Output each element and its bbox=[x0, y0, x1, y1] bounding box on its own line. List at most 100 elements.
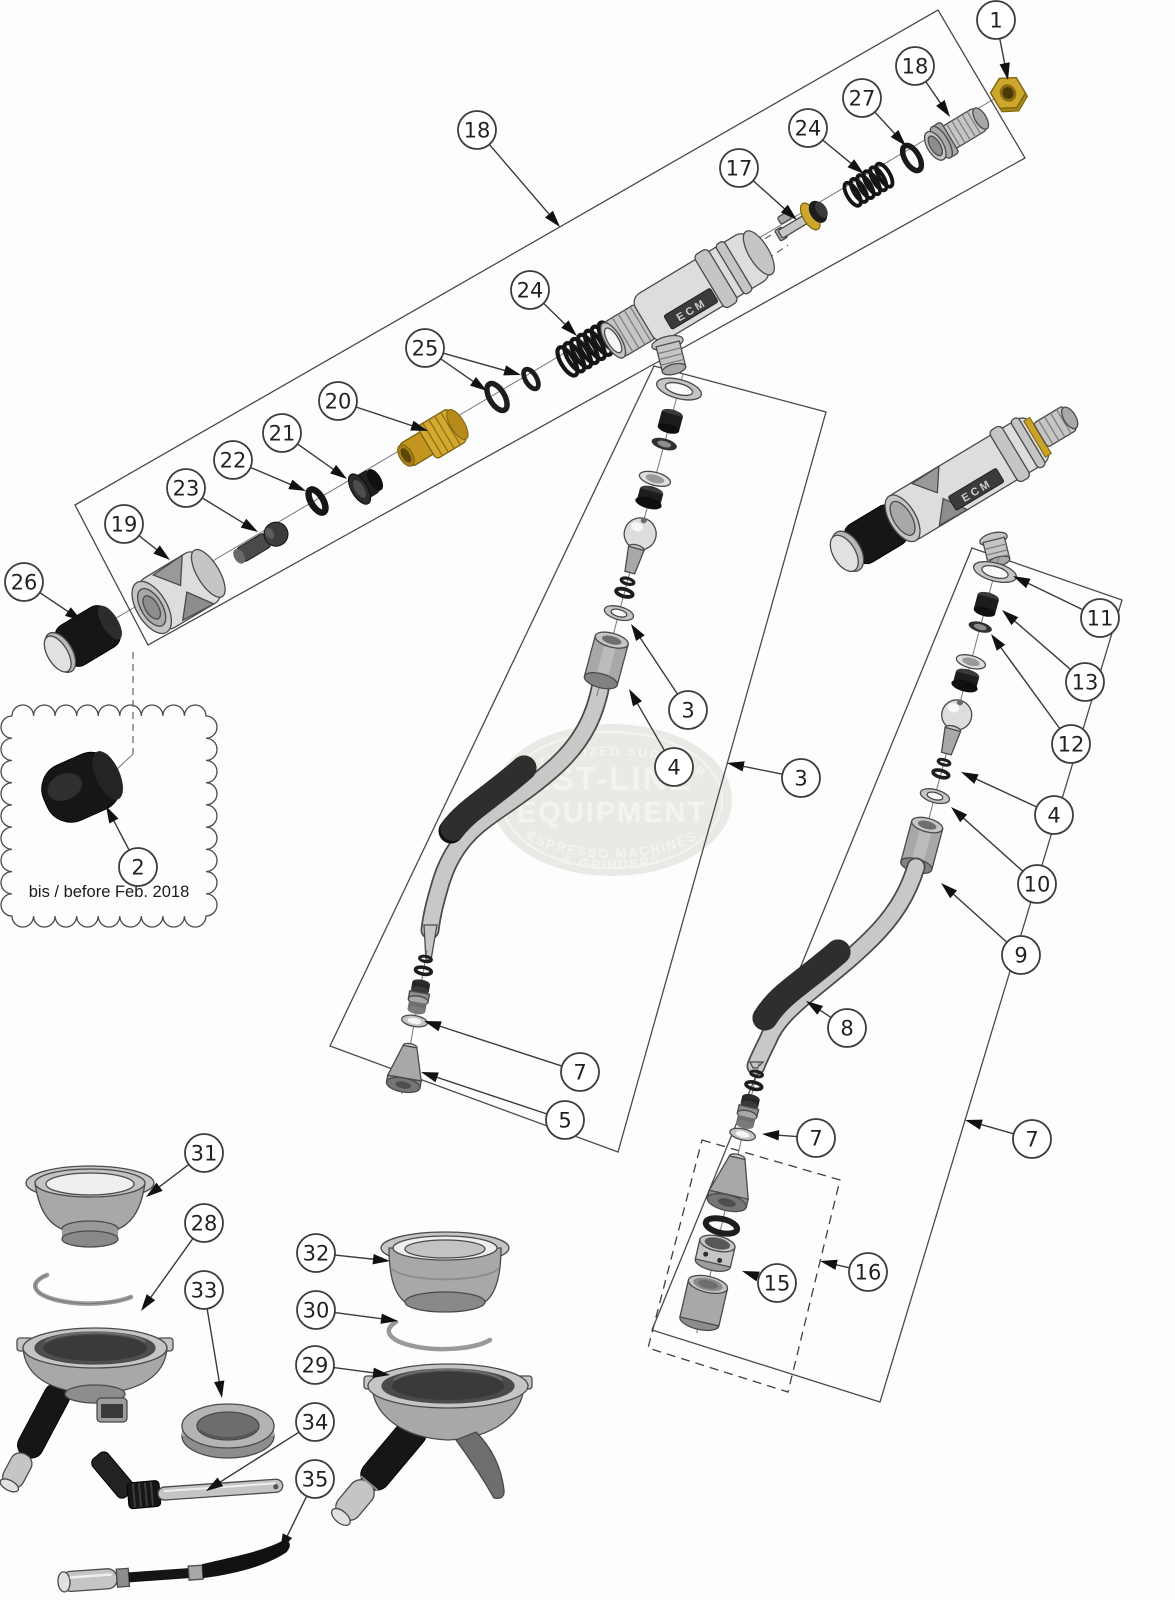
part-brass-nut bbox=[989, 76, 1029, 113]
callout-20: 20 bbox=[318, 381, 428, 431]
callout-34: 34 bbox=[206, 1402, 335, 1491]
part-valve-pin bbox=[233, 521, 289, 564]
callout-4: 4 bbox=[629, 689, 694, 787]
callout-11: 11 bbox=[1013, 576, 1120, 638]
callout-32: 32 bbox=[296, 1233, 390, 1273]
part-valve-outlet bbox=[651, 334, 687, 376]
group-box-tip-16 bbox=[647, 1139, 841, 1393]
part-valve-stem bbox=[774, 200, 828, 242]
part-steam-wand-middle bbox=[420, 669, 612, 961]
part-portafilter-single bbox=[0, 1327, 174, 1493]
callout-24: 24 bbox=[788, 108, 864, 174]
callout-number: 26 bbox=[11, 571, 38, 595]
callout-number: 7 bbox=[573, 1061, 586, 1085]
callout-25: 25 bbox=[405, 328, 521, 391]
part-cleaning-brush bbox=[57, 1540, 290, 1593]
part-oring-27 bbox=[899, 142, 925, 174]
callout-number: 17 bbox=[726, 157, 753, 181]
part-tip-stack-right bbox=[679, 1062, 764, 1334]
callout-18: 18 bbox=[457, 110, 560, 227]
callout-number: 1 bbox=[989, 9, 1002, 33]
callout-21: 21 bbox=[262, 413, 347, 479]
callout-29: 29 bbox=[295, 1345, 390, 1385]
callout-number: 13 bbox=[1072, 671, 1099, 695]
part-oring-25b bbox=[521, 366, 541, 392]
wand-grip-middle bbox=[438, 755, 537, 844]
part-portafilter-double bbox=[330, 1363, 533, 1527]
callout-number: 4 bbox=[667, 756, 680, 780]
part-spring-24-right bbox=[839, 159, 898, 211]
callout-number: 32 bbox=[303, 1242, 330, 1266]
callout-number: 35 bbox=[302, 1468, 329, 1492]
callout-35: 35 bbox=[280, 1459, 335, 1551]
callout-number: 16 bbox=[855, 1261, 882, 1285]
callout-7: 7 bbox=[424, 1021, 600, 1092]
part-threaded-fitting bbox=[923, 107, 990, 161]
callout-4: 4 bbox=[961, 772, 1074, 835]
callout-number: 30 bbox=[303, 1299, 330, 1323]
callout-number: 8 bbox=[840, 1017, 853, 1041]
callout-number: 18 bbox=[902, 55, 929, 79]
callout-10: 10 bbox=[951, 807, 1057, 904]
callout-28: 28 bbox=[141, 1203, 224, 1311]
callout-number: 21 bbox=[269, 422, 296, 446]
callout-number: 18 bbox=[464, 119, 491, 143]
callout-number: 27 bbox=[849, 87, 876, 111]
watermark-line2: EQUIPMENT bbox=[517, 797, 707, 829]
part-knob-tip-old bbox=[41, 751, 123, 823]
callout-number: 24 bbox=[517, 279, 544, 303]
callout-number: 3 bbox=[681, 699, 694, 723]
callout-number: 34 bbox=[302, 1411, 329, 1435]
callout-18: 18 bbox=[895, 46, 950, 117]
callout-13: 13 bbox=[1002, 610, 1105, 702]
callout-8: 8 bbox=[806, 1001, 867, 1048]
part-oring-22 bbox=[305, 486, 329, 516]
callout-17: 17 bbox=[719, 148, 797, 220]
callout-1: 1 bbox=[976, 0, 1016, 80]
part-steam-wand-right bbox=[746, 857, 926, 1076]
part-brass-valve-seat bbox=[397, 409, 469, 467]
callout-number: 10 bbox=[1024, 873, 1051, 897]
watermark-bottom-arc2: & GRINDERS bbox=[561, 851, 661, 873]
note-text: bis / before Feb. 2018 bbox=[29, 883, 190, 901]
callout-number: 24 bbox=[795, 117, 822, 141]
callout-number: 29 bbox=[302, 1354, 329, 1378]
parts-layer: ECM bbox=[0, 76, 1079, 1593]
callout-2: 2 bbox=[106, 806, 158, 887]
wand-grip-right bbox=[752, 939, 851, 1031]
callout-15: 15 bbox=[742, 1263, 797, 1303]
part-wand-tool bbox=[91, 1451, 284, 1510]
callout-19: 19 bbox=[104, 504, 170, 560]
part-tip-stack-middle bbox=[385, 950, 434, 1094]
callout-22: 22 bbox=[213, 440, 306, 491]
callout-number: 3 bbox=[794, 767, 807, 791]
callout-16: 16 bbox=[820, 1252, 888, 1292]
part-basket-spring-30 bbox=[386, 1319, 493, 1352]
callout-number: 11 bbox=[1087, 607, 1114, 631]
callout-31: 31 bbox=[146, 1133, 224, 1197]
callout-number: 31 bbox=[191, 1142, 218, 1166]
callout-24: 24 bbox=[510, 270, 577, 336]
callout-number: 23 bbox=[173, 477, 200, 501]
part-valve-seal bbox=[347, 469, 384, 505]
callout-number: 15 bbox=[764, 1272, 791, 1296]
callout-number: 4 bbox=[1047, 804, 1060, 828]
part-stack-right bbox=[900, 556, 1018, 884]
group-box-valve-18 bbox=[74, 9, 1026, 646]
callout-number: 22 bbox=[220, 449, 247, 473]
callout-3: 3 bbox=[727, 758, 821, 798]
callout-number: 7 bbox=[1025, 1128, 1038, 1152]
part-stack-middle bbox=[583, 373, 703, 697]
callout-7: 7 bbox=[762, 1118, 836, 1158]
part-filter-basket-double bbox=[380, 1231, 510, 1313]
callout-9: 9 bbox=[941, 883, 1041, 975]
callout-number: 28 bbox=[191, 1212, 218, 1236]
group-box-wand-3 bbox=[329, 365, 827, 1153]
callout-12: 12 bbox=[991, 634, 1091, 764]
part-knob-holder bbox=[131, 548, 226, 635]
callout-27: 27 bbox=[842, 78, 906, 146]
callout-30: 30 bbox=[296, 1290, 398, 1330]
